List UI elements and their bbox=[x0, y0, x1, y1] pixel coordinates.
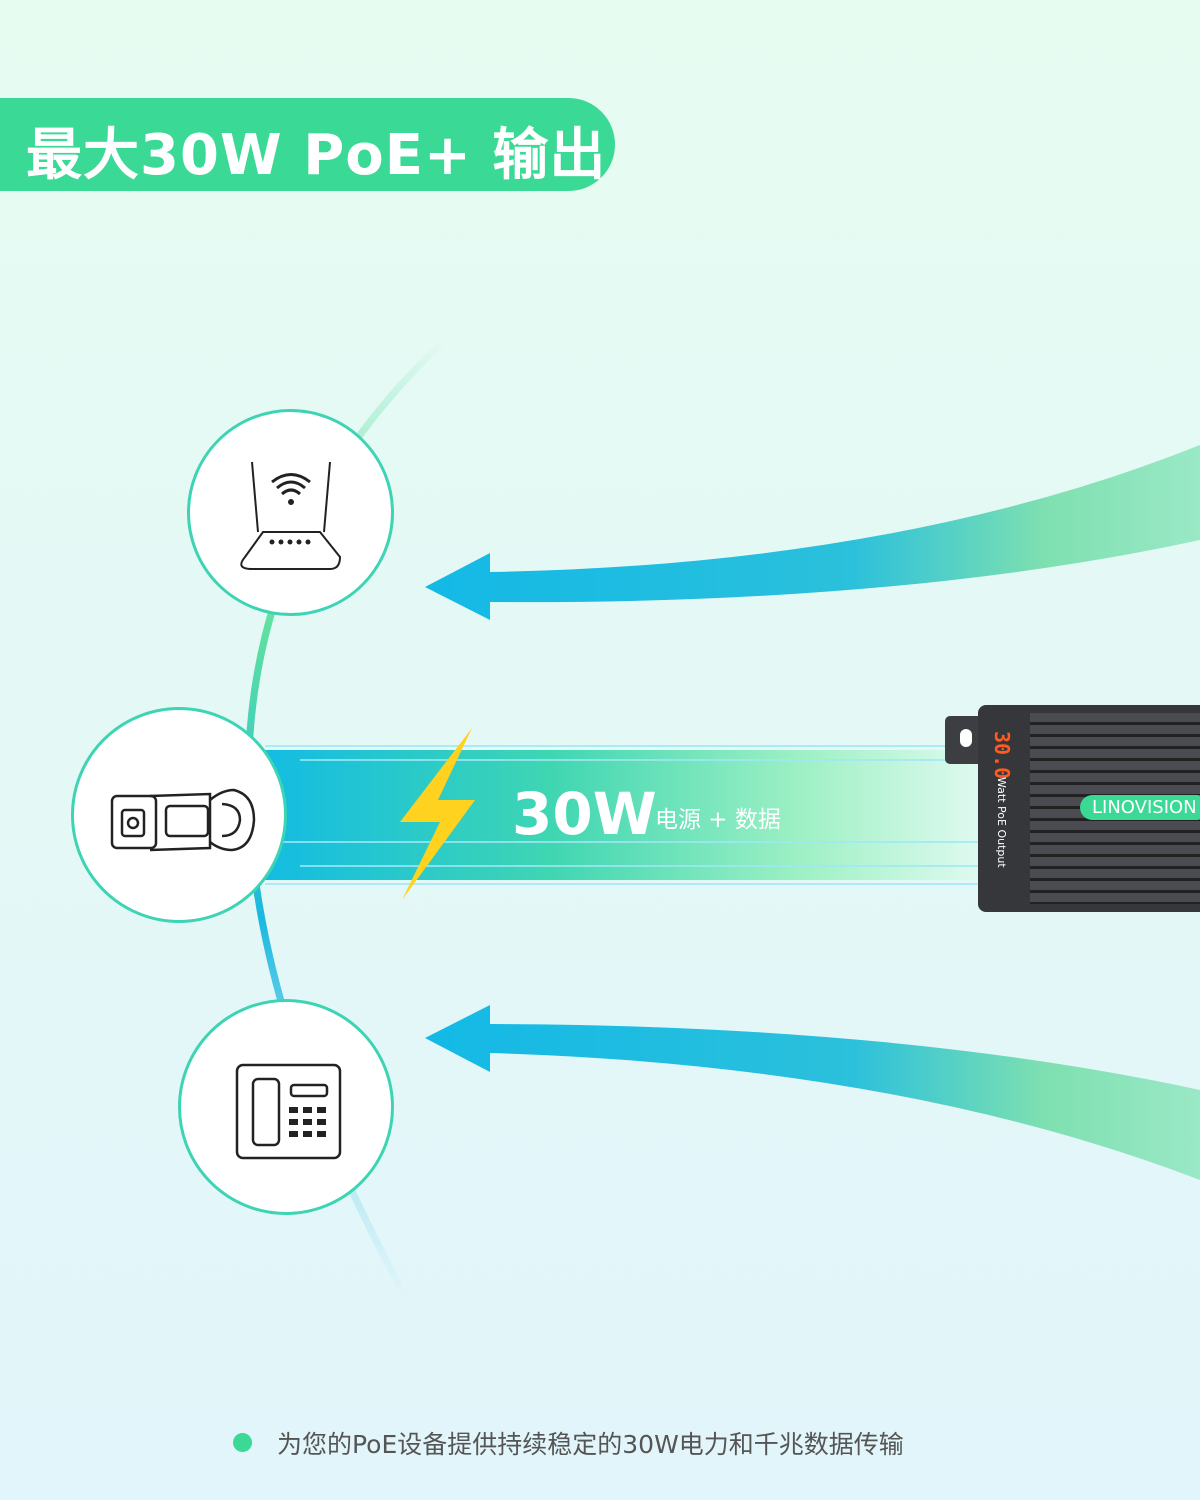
brand-badge: LINOVISION bbox=[1080, 795, 1200, 820]
power-beam bbox=[265, 750, 980, 880]
power-label: 30W bbox=[512, 780, 657, 848]
footer-text: 为您的PoE设备提供持续稳定的30W电力和千兆数据传输 bbox=[277, 1430, 904, 1459]
router-device-circle bbox=[187, 409, 394, 616]
phone-icon bbox=[235, 1063, 342, 1160]
bullet-dot bbox=[233, 1433, 252, 1452]
output-label: Watt PoE Output bbox=[995, 777, 1008, 868]
poe-injector-device: 30.0 Watt PoE Output LINOVISION bbox=[978, 705, 1200, 912]
lightning-icon bbox=[400, 728, 475, 900]
arrow-top bbox=[425, 445, 1200, 620]
arrow-bottom bbox=[425, 1005, 1200, 1180]
page-title: 最大30W PoE+ 输出 bbox=[26, 123, 607, 188]
wattage-display: 30.0 bbox=[990, 731, 1014, 780]
power-data-label: 电源 + 数据 bbox=[655, 807, 781, 833]
title-banner: 最大30W PoE+ 输出 bbox=[0, 98, 615, 191]
phone-device-circle bbox=[178, 999, 394, 1215]
camera-icon bbox=[110, 788, 256, 852]
router-icon bbox=[240, 461, 342, 570]
camera-device-circle bbox=[71, 707, 287, 923]
